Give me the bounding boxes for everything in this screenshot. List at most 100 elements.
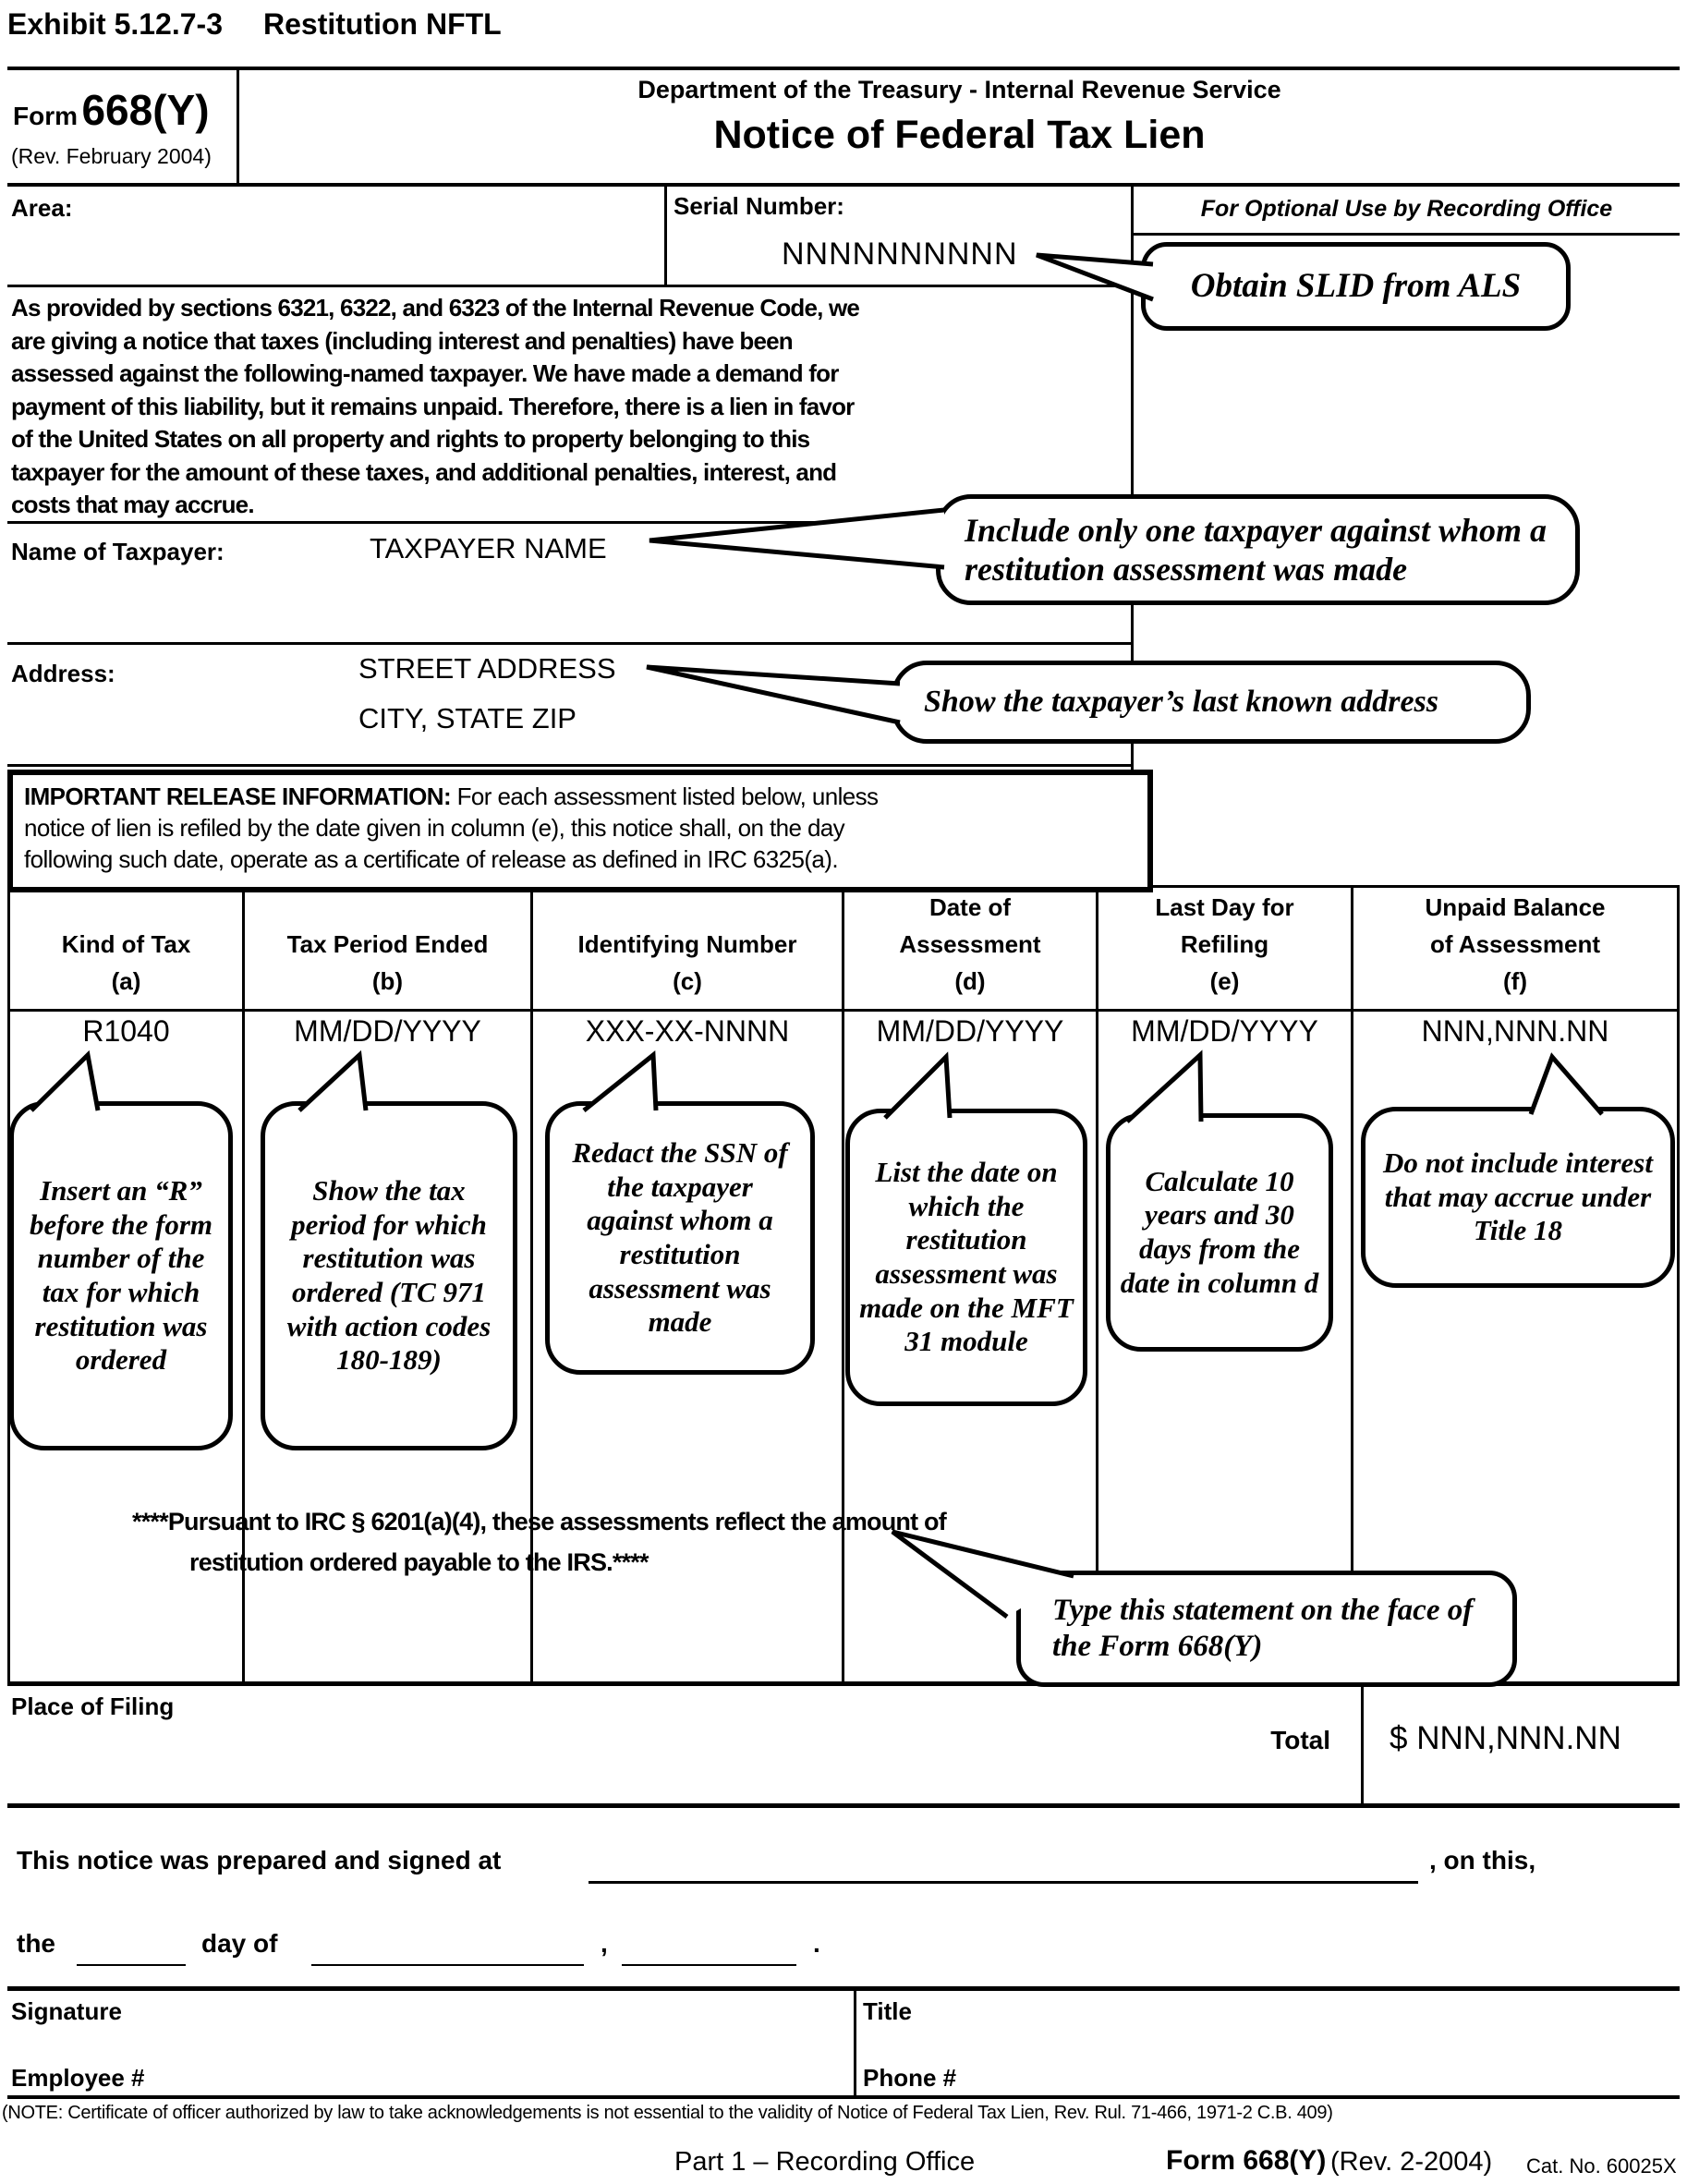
- arrow-address: [646, 664, 901, 725]
- divider: [7, 2095, 1680, 2099]
- column-divider: [842, 885, 844, 1681]
- release-label: IMPORTANT RELEASE INFORMATION:: [24, 783, 452, 810]
- release-line: following such date, operate as a certif…: [24, 845, 839, 873]
- footer-form-revision: (Rev. 2-2004): [1330, 2147, 1493, 2177]
- exhibit-title: Restitution NFTL: [262, 7, 502, 41]
- callout-obtain-slid: Obtain SLID from ALS: [1141, 242, 1571, 331]
- callout-column-b: Show the tax period for which restitutio…: [261, 1101, 517, 1450]
- intro-line: taxpayer for the amount of these taxes, …: [11, 457, 837, 486]
- intro-line: are giving a notice that taxes (includin…: [11, 326, 794, 355]
- divider: [7, 642, 1134, 645]
- value-identifying-number: XXX-XX-NNNN: [585, 1014, 790, 1048]
- divider: [7, 183, 1680, 187]
- department-line: Department of the Treasury - Internal Re…: [637, 76, 1281, 103]
- intro-line: payment of this liability, but it remain…: [11, 392, 855, 420]
- callout-column-a: Insert an “R” before the form number of …: [9, 1101, 233, 1450]
- callout-column-c: Redact the SSN of the taxpayer against w…: [545, 1101, 815, 1375]
- employee-number-label: Employee #: [11, 2064, 145, 2092]
- release-line: notice of lien is refiled by the date gi…: [24, 814, 845, 842]
- callout-column-e: Calculate 10 years and 30 days from the …: [1106, 1113, 1333, 1352]
- divider: [7, 521, 1134, 524]
- exhibit-heading: Exhibit 5.12.7-3 Restitution NFTL: [7, 7, 502, 42]
- period: .: [813, 1929, 820, 1958]
- divider: [7, 764, 1134, 767]
- table-border-right: [1677, 885, 1680, 1681]
- address-line1: STREET ADDRESS: [358, 652, 616, 685]
- form-word: Form: [13, 102, 78, 130]
- form-number: 668(Y): [81, 86, 210, 134]
- column-divider: [530, 885, 533, 1681]
- divider: [7, 67, 1680, 70]
- column-header-unpaid-balance: Unpaid Balance of Assessment (f): [1425, 893, 1606, 995]
- comma: ,: [601, 1929, 608, 1958]
- callout-column-d: List the date on which the restitution a…: [845, 1109, 1087, 1406]
- tail-column-f: [1528, 1052, 1604, 1116]
- form-number-cell: Form 668(Y): [13, 85, 210, 135]
- prepared-suffix: , on this,: [1429, 1846, 1536, 1875]
- blank-line-year: [622, 1964, 796, 1966]
- divider: [7, 1803, 1680, 1808]
- phone-number-label: Phone #: [863, 2064, 957, 2092]
- address-label: Address:: [11, 660, 115, 687]
- release-line0-rest: For each assessment listed below, unless: [451, 783, 879, 810]
- release-information-box: IMPORTANT RELEASE INFORMATION: For each …: [7, 770, 1153, 892]
- column-header-tax-period: Tax Period Ended (b): [286, 930, 489, 995]
- place-of-filing-label: Place of Filing: [11, 1693, 175, 1720]
- serial-number-value: NNNNNNNNNN: [782, 237, 1018, 272]
- table-border-left: [7, 885, 10, 1681]
- address-line2: CITY, STATE ZIP: [358, 702, 576, 734]
- title-label: Title: [863, 1997, 912, 2025]
- column-divider: [242, 885, 245, 1681]
- lien-intro-paragraph: As provided by sections 6321, 6322, and …: [11, 292, 860, 522]
- total-value: $ NNN,NNN.NN: [1390, 1720, 1621, 1756]
- divider: [1361, 1681, 1364, 1803]
- value-kind-of-tax: R1040: [82, 1014, 170, 1048]
- signature-label: Signature: [11, 1997, 122, 2025]
- restitution-statement-line1: ****Pursuant to IRC § 6201(a)(4), these …: [132, 1508, 947, 1535]
- column-divider: [1351, 885, 1353, 1681]
- value-last-day-refiling: MM/DD/YYYY: [1131, 1014, 1318, 1048]
- divider: [7, 1986, 1680, 1991]
- divider: [664, 183, 667, 286]
- blank-line-month: [311, 1964, 584, 1966]
- release-line: IMPORTANT RELEASE INFORMATION: For each …: [24, 781, 1136, 812]
- column-divider: [1096, 885, 1098, 1681]
- word-day-of: day of: [201, 1929, 278, 1958]
- column-header-date-of-assessment: Date of Assessment (d): [899, 893, 1041, 995]
- footer-catalog-number: Cat. No. 60025X: [1526, 2154, 1677, 2178]
- prepared-prefix: This notice was prepared and signed at: [17, 1846, 502, 1875]
- callout-column-f: Do not include interest that may accrue …: [1361, 1107, 1675, 1288]
- divider: [7, 285, 1134, 287]
- divider: [7, 1681, 1680, 1686]
- form-title: Notice of Federal Tax Lien: [713, 113, 1206, 157]
- restitution-statement-line2: restitution ordered payable to the IRS.*…: [189, 1548, 649, 1576]
- blank-line-place: [589, 1881, 1418, 1884]
- callout-type-statement: Type this statement on the face of the F…: [1016, 1571, 1517, 1687]
- exhibit-label: Exhibit 5.12.7-3: [7, 7, 223, 41]
- serial-number-label: Serial Number:: [674, 192, 844, 220]
- recording-office-label: For Optional Use by Recording Office: [1200, 196, 1613, 222]
- divider: [854, 1986, 856, 2095]
- column-header-kind-of-tax: Kind of Tax (a): [61, 930, 191, 995]
- value-tax-period: MM/DD/YYYY: [294, 1014, 481, 1048]
- column-header-identifying-number: Identifying Number (c): [577, 930, 797, 995]
- validity-note: (NOTE: Certificate of officer authorized…: [2, 2103, 1333, 2123]
- footer-form-number: Form 668(Y): [1166, 2145, 1327, 2176]
- total-label: Total: [1270, 1726, 1330, 1754]
- value-date-of-assessment: MM/DD/YYYY: [876, 1014, 1064, 1048]
- column-header-last-day-refiling: Last Day for Refiling (e): [1155, 893, 1294, 995]
- taxpayer-name-value: TAXPAYER NAME: [370, 532, 607, 564]
- divider: [237, 67, 239, 187]
- intro-line: As provided by sections 6321, 6322, and …: [11, 294, 860, 322]
- callout-one-taxpayer: Include only one taxpayer against whom a…: [936, 494, 1580, 605]
- intro-line: costs that may accrue.: [11, 491, 255, 518]
- word-the: the: [17, 1929, 55, 1958]
- blank-line-day: [77, 1964, 186, 1966]
- form-revision: (Rev. February 2004): [11, 144, 212, 168]
- callout-last-known-address: Show the taxpayer’s last known address: [892, 661, 1531, 744]
- taxpayer-name-label: Name of Taxpayer:: [11, 538, 225, 565]
- footer-part: Part 1 – Recording Office: [674, 2147, 976, 2177]
- tail-column-e: [1125, 1050, 1204, 1123]
- intro-line: assessed against the following-named tax…: [11, 359, 839, 387]
